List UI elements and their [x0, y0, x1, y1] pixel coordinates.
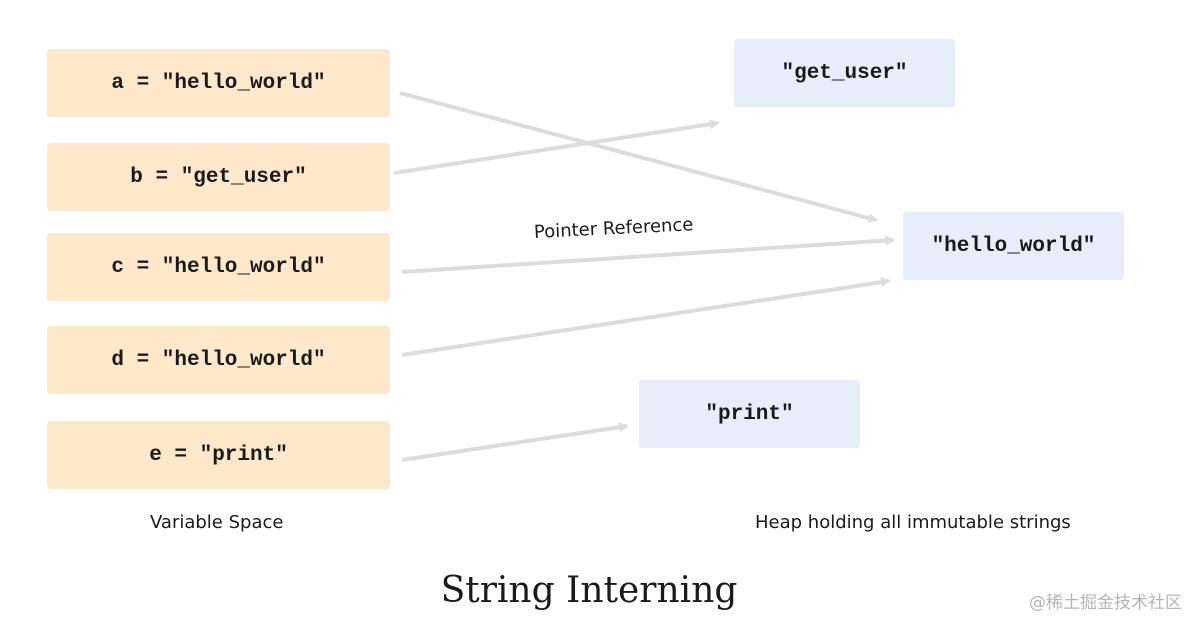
arrow-a-to-hello-world	[399, 91, 878, 223]
variable-box-c: c = "hello_world"	[47, 233, 390, 301]
variable-box-e: e = "print"	[47, 421, 390, 489]
heap-caption: Heap holding all immutable strings	[755, 512, 1071, 533]
variable-space-caption: Variable Space	[150, 512, 284, 533]
variable-box-b: b = "get_user"	[47, 143, 390, 211]
watermark: @稀土掘金技术社区	[1029, 593, 1182, 613]
arrow-b-to-get-user	[393, 119, 720, 175]
heap-box-hello-world: "hello_world"	[903, 212, 1124, 280]
heap-box-get-user: "get_user"	[734, 39, 955, 107]
diagram-title: String Interning	[440, 570, 738, 611]
arrow-d-to-hello-world	[401, 277, 891, 357]
heap-box-print: "print"	[639, 380, 860, 448]
variable-box-d: d = "hello_world"	[47, 326, 390, 394]
arrow-c-to-hello-world	[401, 235, 895, 274]
variable-box-a: a = "hello_world"	[47, 49, 390, 117]
arrow-e-to-print	[401, 422, 629, 462]
